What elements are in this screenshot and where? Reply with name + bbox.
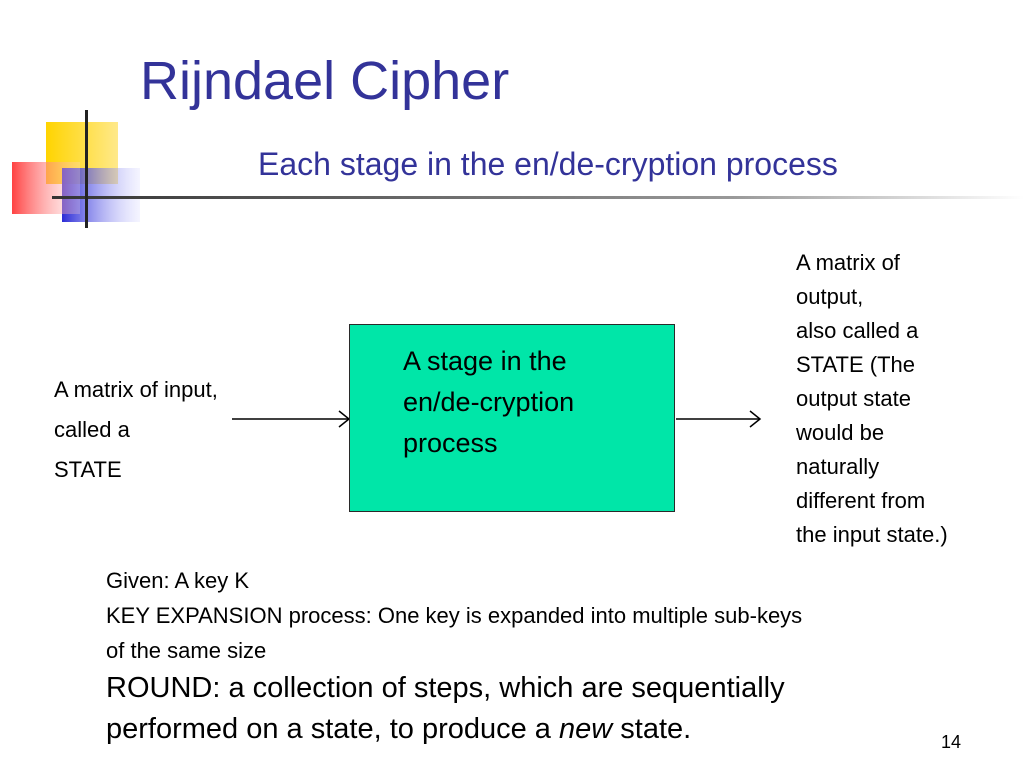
output-label-line: different from bbox=[796, 488, 926, 513]
key-expansion-line: of the same size bbox=[106, 638, 267, 663]
key-expansion-line: KEY EXPANSION process: One key is expand… bbox=[106, 603, 803, 628]
output-label-line: output state bbox=[796, 386, 911, 411]
input-state-label: A matrix of input, called a STATE bbox=[54, 370, 218, 490]
output-label-line: naturally bbox=[796, 454, 880, 479]
title-decoration bbox=[12, 110, 1024, 228]
red-square bbox=[12, 162, 80, 214]
input-label-line: A matrix of input, bbox=[54, 377, 218, 402]
stage-label: A stage in the en/de-cryption process bbox=[403, 341, 574, 464]
stage-label-line: en/de-cryption bbox=[403, 387, 575, 417]
stage-label-line: A stage in the bbox=[403, 346, 567, 376]
output-label-line: would be bbox=[796, 420, 885, 445]
round-text-before: performed on a state, to produce a bbox=[106, 713, 559, 745]
vertical-rule-line bbox=[85, 110, 88, 228]
stage-box bbox=[349, 324, 675, 512]
output-label-line: also called a bbox=[796, 318, 919, 343]
title-rule-line bbox=[52, 196, 1024, 199]
input-label-line: called a bbox=[54, 417, 130, 442]
slide-title: Rijndael Cipher bbox=[140, 51, 510, 111]
round-text-after: state. bbox=[612, 713, 692, 745]
output-label-line: output, bbox=[796, 284, 864, 309]
round-definition-line: performed on a state, to produce a new s… bbox=[106, 709, 1006, 750]
output-arrow bbox=[676, 410, 762, 428]
output-label-line: the input state.) bbox=[796, 522, 948, 547]
page-number: 14 bbox=[941, 732, 962, 752]
input-label-line: STATE bbox=[54, 457, 122, 482]
round-emphasis-new: new bbox=[559, 713, 613, 745]
slide-notes: Given: A key K KEY EXPANSION process: On… bbox=[106, 563, 1006, 750]
output-state-label: A matrix of output, also called a STATE … bbox=[796, 246, 948, 552]
output-label-line: STATE (The bbox=[796, 352, 915, 377]
stage-label-line: process bbox=[403, 428, 498, 458]
output-label-line: A matrix of bbox=[796, 250, 900, 275]
input-arrow bbox=[232, 410, 351, 428]
slide-subtitle: Each stage in the en/de-cryption process bbox=[258, 146, 838, 182]
given-key-line: Given: A key K bbox=[106, 568, 250, 593]
round-definition-line: ROUND: a collection of steps, which are … bbox=[106, 672, 785, 704]
